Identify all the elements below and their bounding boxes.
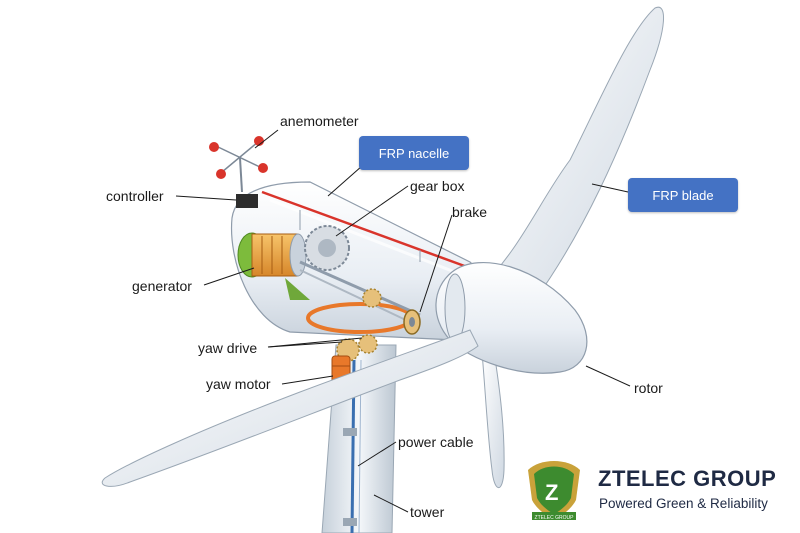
label-power-cable: power cable — [398, 434, 474, 450]
leader-lines — [175, 129, 631, 513]
generator-shape — [237, 232, 310, 300]
ztelec-logo-emblem: Z ZTELEC GROUP — [528, 461, 580, 521]
blade-lower — [481, 351, 505, 489]
gearbox-shape — [299, 225, 421, 323]
anemometer-shape — [209, 136, 268, 193]
label-controller: controller — [106, 188, 164, 204]
blade-left — [101, 329, 479, 487]
label-gear-box: gear box — [410, 178, 465, 194]
label-generator: generator — [132, 278, 192, 294]
label-anemometer: anemometer — [280, 113, 359, 129]
blade-upper — [478, 6, 664, 301]
label-rotor: rotor — [634, 380, 663, 396]
brake-shape — [403, 309, 421, 335]
logo-company-name: ZTELEC GROUP — [598, 466, 777, 491]
callout-frp-nacelle: FRP nacelle — [359, 136, 469, 170]
label-brake: brake — [452, 204, 488, 220]
logo-emblem-text: ZTELEC GROUP — [535, 515, 575, 521]
svg-text:Z: Z — [545, 480, 558, 505]
controller-box — [236, 194, 258, 208]
nacelle-body — [230, 181, 482, 341]
callout-frp-blade: FRP blade — [628, 178, 738, 212]
logo-tagline: Powered Green & Reliability — [599, 496, 768, 511]
label-tower: tower — [410, 504, 445, 520]
label-yaw-drive: yaw drive — [198, 340, 258, 356]
label-yaw-motor: yaw motor — [206, 376, 271, 392]
